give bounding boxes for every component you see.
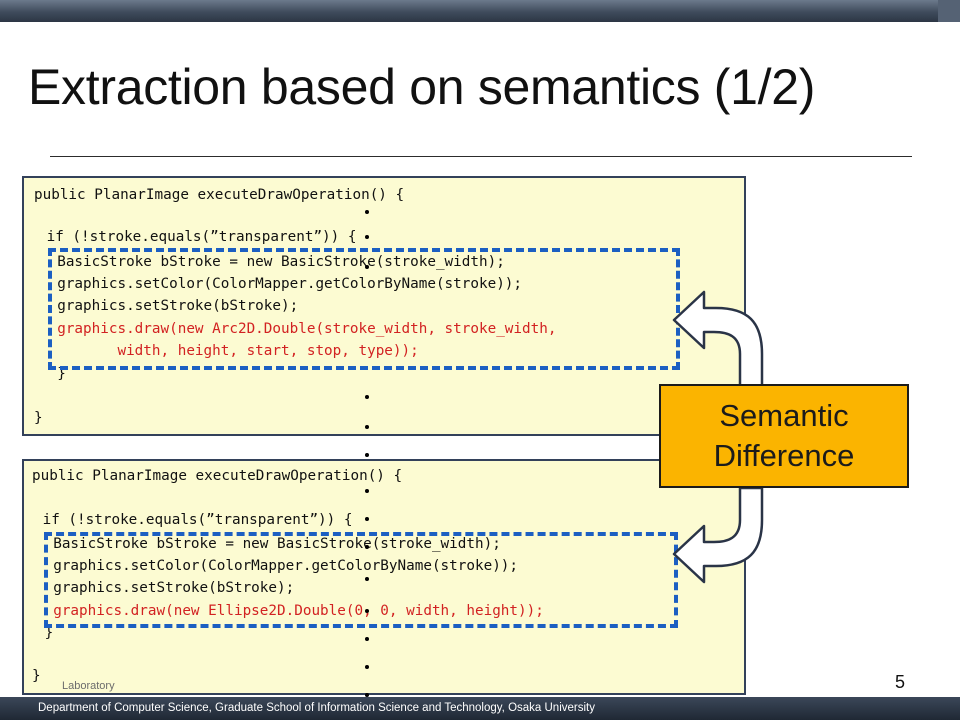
- code-line: }: [34, 410, 43, 426]
- code-line: graphics.setStroke(bStroke);: [40, 298, 299, 314]
- footer-text: Department of Computer Science, Graduate…: [38, 702, 595, 714]
- top-header-bar: [0, 0, 960, 22]
- code-line: public PlanarImage executeDrawOperation(…: [32, 468, 403, 484]
- semantic-difference-callout: Semantic Difference: [659, 384, 909, 488]
- code-line-highlighted: width, height, start, stop, type));: [40, 343, 419, 359]
- code-line-highlighted: graphics.draw(new Ellipse2D.Double(0, 0,…: [36, 603, 544, 619]
- curved-arrow-up-icon: [672, 290, 764, 392]
- code-line: }: [40, 366, 66, 382]
- separator-dot: [365, 453, 369, 457]
- code-line: if (!stroke.equals(”transparent”)) {: [38, 229, 357, 245]
- title-divider: [50, 156, 912, 157]
- code-panel-bottom: [22, 459, 746, 695]
- curved-arrow-down-icon: [672, 486, 764, 584]
- slide-title: Extraction based on semantics (1/2): [28, 59, 816, 115]
- code-line-highlighted: graphics.draw(new Arc2D.Double(stroke_wi…: [40, 321, 557, 337]
- code-panel-top: [22, 176, 746, 436]
- code-line: graphics.setColor(ColorMapper.getColorBy…: [36, 558, 519, 574]
- callout-label: Semantic Difference: [713, 398, 855, 473]
- highlight-box-bottom: [44, 532, 678, 628]
- code-line: }: [36, 625, 54, 641]
- page-number: 5: [895, 672, 906, 692]
- code-line: public PlanarImage executeDrawOperation(…: [34, 187, 405, 203]
- header-corner-block: [938, 0, 960, 22]
- code-line: graphics.setColor(ColorMapper.getColorBy…: [40, 276, 523, 292]
- code-line: }: [32, 668, 41, 684]
- footer-bar: Department of Computer Science, Graduate…: [0, 697, 960, 720]
- code-line: BasicStroke bStroke = new BasicStroke(st…: [40, 254, 505, 270]
- code-line: graphics.setStroke(bStroke);: [36, 580, 295, 596]
- lab-label: Laboratory: [62, 680, 115, 692]
- highlight-box-top: [48, 248, 680, 370]
- code-line: if (!stroke.equals(”transparent”)) {: [34, 512, 353, 528]
- code-line: BasicStroke bStroke = new BasicStroke(st…: [36, 536, 501, 552]
